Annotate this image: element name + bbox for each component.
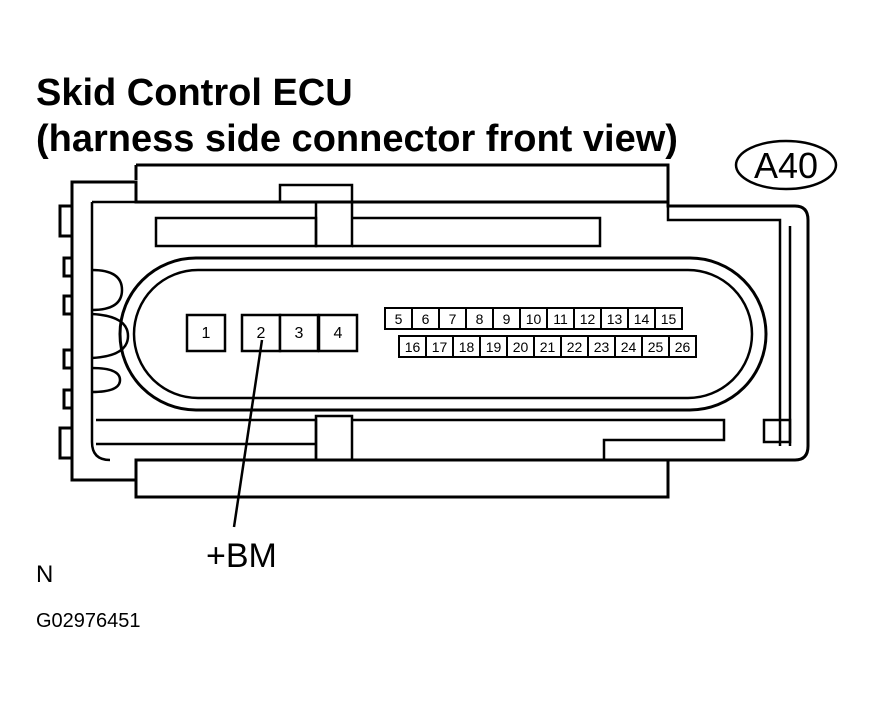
terminal-leader-line (232, 339, 264, 528)
diagram-title: Skid Control ECU (36, 72, 353, 114)
pin-label-4: 4 (334, 325, 343, 342)
large-pin-group: 1 2 3 4 (185, 313, 359, 353)
pin-label-8: 8 (476, 311, 484, 327)
pin-15 (654, 307, 683, 330)
small-pin-group: 5 6 7 8 9 10 11 12 13 14 15 16 17 18 19 20 21 22 23 24 25 26 (384, 307, 697, 358)
note-marker: N (36, 561, 54, 588)
pin-label-26: 26 (675, 339, 691, 355)
pin-label-9: 9 (503, 311, 511, 327)
pin-26 (668, 335, 697, 358)
pin-4 (317, 313, 359, 353)
pin-label-10: 10 (526, 311, 542, 327)
terminal-label: +BM (206, 537, 277, 575)
pin-label-12: 12 (580, 311, 596, 327)
pin-label-25: 25 (648, 339, 664, 355)
pin-label-14: 14 (634, 311, 650, 327)
pin-label-16: 16 (405, 339, 421, 355)
pin-label-11: 11 (553, 311, 568, 327)
pin-label-13: 13 (607, 311, 623, 327)
bottom-guide-rail (96, 414, 792, 462)
pin-label-5: 5 (395, 311, 403, 327)
pin-label-7: 7 (449, 311, 457, 327)
pin-label-1: 1 (202, 325, 211, 342)
pin-label-20: 20 (513, 339, 529, 355)
pin-label-3: 3 (295, 325, 304, 342)
pin-label-17: 17 (432, 339, 448, 355)
terminal-cavity (118, 256, 768, 412)
pin-3 (278, 313, 320, 353)
pin-label-6: 6 (422, 311, 430, 327)
figure-id: G02976451 (36, 610, 141, 632)
pin-1 (185, 313, 227, 353)
pin-label-18: 18 (459, 339, 475, 355)
connector-code-ellipse (734, 139, 838, 191)
pin-label-23: 23 (594, 339, 610, 355)
pin-label-22: 22 (567, 339, 583, 355)
connector-code: A40 (754, 145, 818, 186)
diagram-subtitle: (harness side connector front view) (36, 118, 678, 160)
pin-label-24: 24 (621, 339, 637, 355)
top-guide-rail (154, 183, 602, 248)
pin-label-15: 15 (661, 311, 677, 327)
pin-label-19: 19 (486, 339, 502, 355)
pin-label-2: 2 (257, 325, 266, 342)
pin-label-21: 21 (540, 339, 556, 355)
connector-housing (58, 163, 810, 499)
